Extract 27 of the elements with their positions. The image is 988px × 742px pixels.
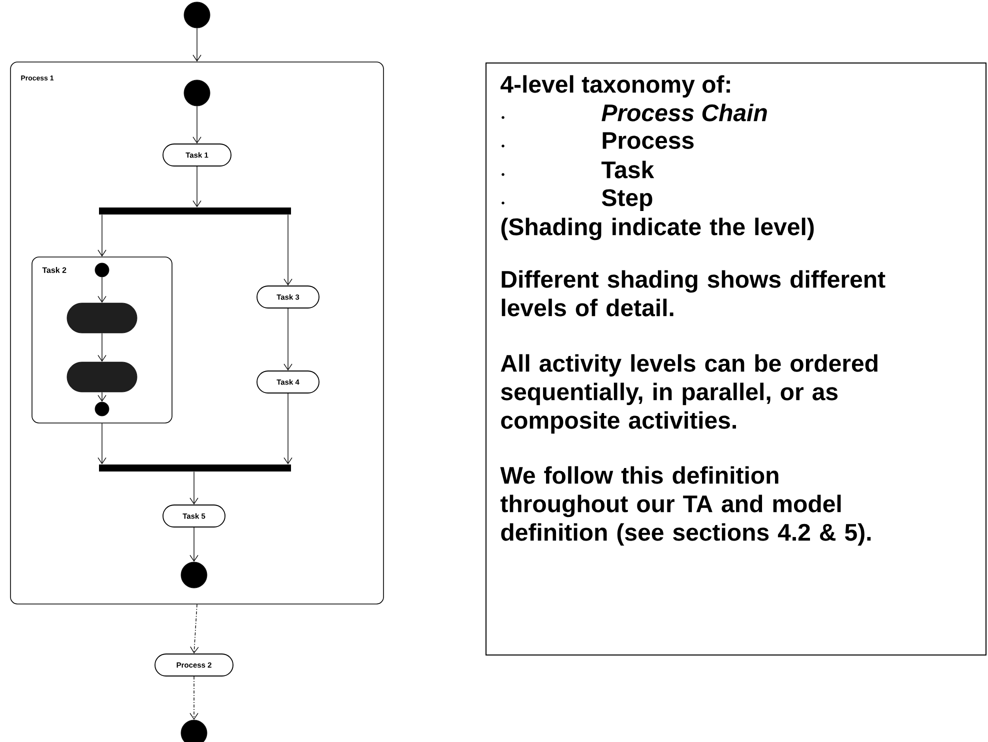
start-dot bbox=[184, 2, 210, 28]
arrow bbox=[284, 308, 292, 371]
arrow bbox=[98, 392, 106, 402]
arrow bbox=[190, 527, 198, 562]
arrow bbox=[192, 106, 202, 144]
step-box bbox=[66, 362, 138, 392]
start-dot bbox=[184, 80, 210, 106]
text-panel: 4-level taxonomy of: Process Chain Process Task Step (Shading indicate the level) Different shading shows different levels of detail. All activity levels can be ordered sequentially, in parallel, or as composite activities. We follow this definition throughout our TA and model definition (see sections 4.2 & 5). bbox=[486, 62, 986, 656]
arrow bbox=[190, 676, 198, 720]
fork-bar bbox=[99, 208, 291, 214]
arrow bbox=[192, 28, 202, 62]
end-dot bbox=[180, 562, 208, 588]
arrow bbox=[98, 423, 106, 464]
arrow bbox=[98, 214, 106, 257]
arrow bbox=[192, 166, 202, 208]
arrow bbox=[284, 214, 292, 286]
task-frame: Task 2 bbox=[32, 256, 172, 424]
arrow bbox=[98, 276, 106, 303]
end-dot bbox=[94, 402, 110, 416]
step-box bbox=[66, 302, 138, 334]
start-dot bbox=[94, 262, 110, 278]
arrow bbox=[190, 604, 199, 654]
arrow bbox=[98, 332, 106, 362]
arrow bbox=[190, 471, 198, 505]
arrow bbox=[284, 393, 292, 464]
join-bar bbox=[99, 464, 291, 472]
end-dot bbox=[180, 720, 208, 742]
